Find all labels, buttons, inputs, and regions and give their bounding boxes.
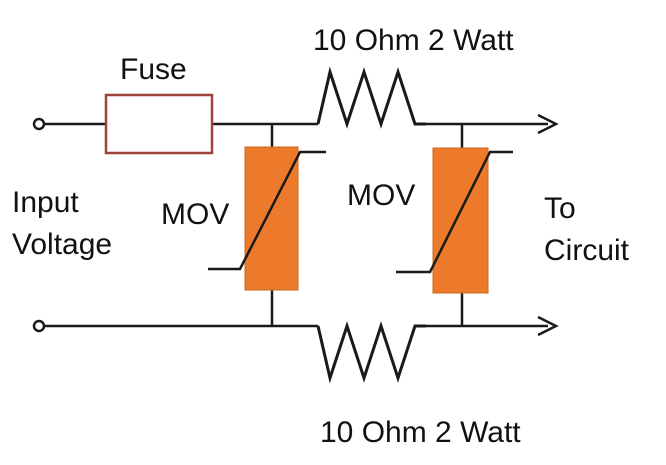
input-label-line2: Voltage: [12, 228, 112, 261]
bottom-resistor-symbol: [316, 321, 426, 384]
output-arrow-top: [537, 113, 559, 135]
output-arrow-bottom: [537, 315, 559, 337]
input-terminal-bottom: [32, 319, 46, 333]
mov-left-label: MOV: [161, 198, 229, 231]
wires: [44, 122, 548, 328]
mov-left-characteristic-line: [208, 150, 326, 271]
top-resistor-label: 10 Ohm 2 Watt: [313, 24, 514, 57]
output-label-line1: To: [544, 192, 576, 225]
mov-left-body: [244, 146, 299, 291]
mov-left-symbol: [208, 146, 326, 291]
fuse-label: Fuse: [120, 53, 187, 86]
output-label-line2: Circuit: [544, 234, 630, 267]
bottom-resistor-label: 10 Ohm 2 Watt: [320, 416, 521, 449]
mov-right-symbol: [396, 147, 513, 294]
input-label-line1: Input: [12, 186, 79, 219]
fuse-symbol: [104, 93, 214, 155]
mov-right-label: MOV: [347, 179, 415, 212]
input-terminal-top: [32, 117, 46, 131]
top-resistor-symbol: [316, 66, 426, 129]
mov-right-characteristic-line: [396, 150, 513, 274]
